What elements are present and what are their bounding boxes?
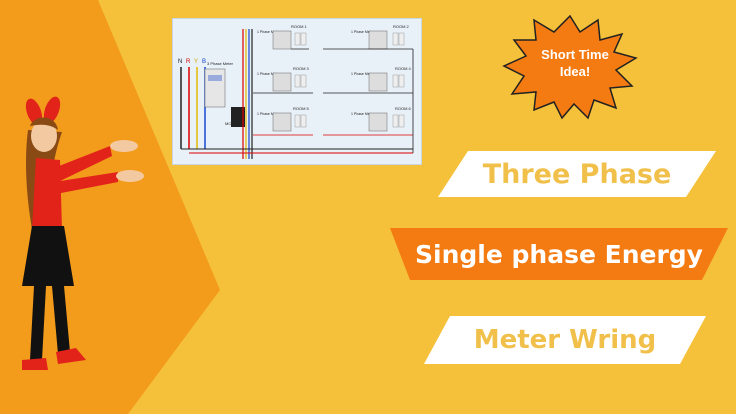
supply-label-n: N xyxy=(178,59,182,65)
svg-text:1 Phase Meter: 1 Phase Meter xyxy=(257,72,281,76)
banner-single-phase: Single phase Energy xyxy=(390,228,728,280)
girl-illustration xyxy=(22,96,144,370)
room-4: 1 Phase Meter ROOM 4 xyxy=(323,66,413,94)
banner-single-phase-text: Single phase Energy xyxy=(415,239,703,269)
badge-text: Short Time Idea! xyxy=(530,46,620,80)
svg-text:ROOM 4: ROOM 4 xyxy=(395,66,412,71)
svg-text:ROOM 5: ROOM 5 xyxy=(293,106,310,111)
svg-text:1 Phase Meter: 1 Phase Meter xyxy=(351,72,375,76)
mcb-label: MCB xyxy=(225,121,234,126)
banner-three-phase: Three Phase xyxy=(438,151,716,197)
wiring-diagram: N R Y B 3 Phase Meter MCB 1 Phase Meter … xyxy=(172,18,422,165)
supply-label-r: R xyxy=(186,59,191,65)
badge-line-2: Idea! xyxy=(559,64,591,79)
badge-line-1: Short Time xyxy=(541,47,609,62)
banner-meter-wring-text: Meter Wring xyxy=(473,325,657,355)
banner-three-phase-text: Three Phase xyxy=(482,158,672,190)
svg-text:1 Phase Meter: 1 Phase Meter xyxy=(351,30,375,34)
room-6: 1 Phase Meter ROOM 6 xyxy=(323,106,413,136)
room-3: 1 Phase Meter ROOM 3 xyxy=(253,66,313,94)
supply-label-b: B xyxy=(202,59,206,65)
svg-text:ROOM 3: ROOM 3 xyxy=(293,66,310,71)
room-5: 1 Phase Meter ROOM 5 xyxy=(253,106,313,136)
banner-meter-wring: Meter Wring xyxy=(424,316,706,364)
room-1: 1 Phase Meter ROOM 1 xyxy=(257,24,309,50)
svg-text:ROOM 1: ROOM 1 xyxy=(291,24,308,29)
starburst-badge xyxy=(502,14,638,120)
svg-text:ROOM 2: ROOM 2 xyxy=(393,24,410,29)
main-meter-label: 3 Phase Meter xyxy=(207,61,234,66)
svg-text:ROOM 6: ROOM 6 xyxy=(395,106,412,111)
supply-label-y: Y xyxy=(194,59,198,65)
svg-text:1 Phase Meter: 1 Phase Meter xyxy=(257,30,281,34)
main-meter xyxy=(204,68,226,108)
svg-text:1 Phase Meter: 1 Phase Meter xyxy=(351,112,375,116)
main-mcb xyxy=(231,107,245,127)
room-2: 1 Phase Meter ROOM 2 xyxy=(323,24,413,50)
svg-text:1 Phase Meter: 1 Phase Meter xyxy=(257,112,281,116)
